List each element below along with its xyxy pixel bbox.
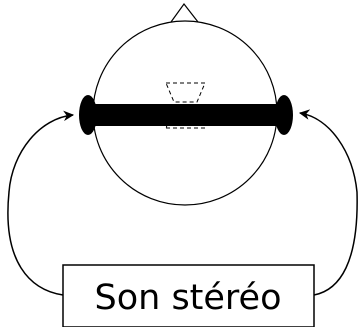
headphone-bar bbox=[89, 104, 284, 126]
right-arrow bbox=[298, 109, 358, 296]
left-arrow bbox=[7, 110, 75, 296]
left-speaker-icon bbox=[79, 95, 97, 135]
nose-icon bbox=[170, 2, 199, 23]
caption-label: Son stéréo bbox=[95, 278, 282, 318]
caption-box bbox=[62, 264, 315, 327]
right-speaker-icon bbox=[275, 95, 293, 135]
